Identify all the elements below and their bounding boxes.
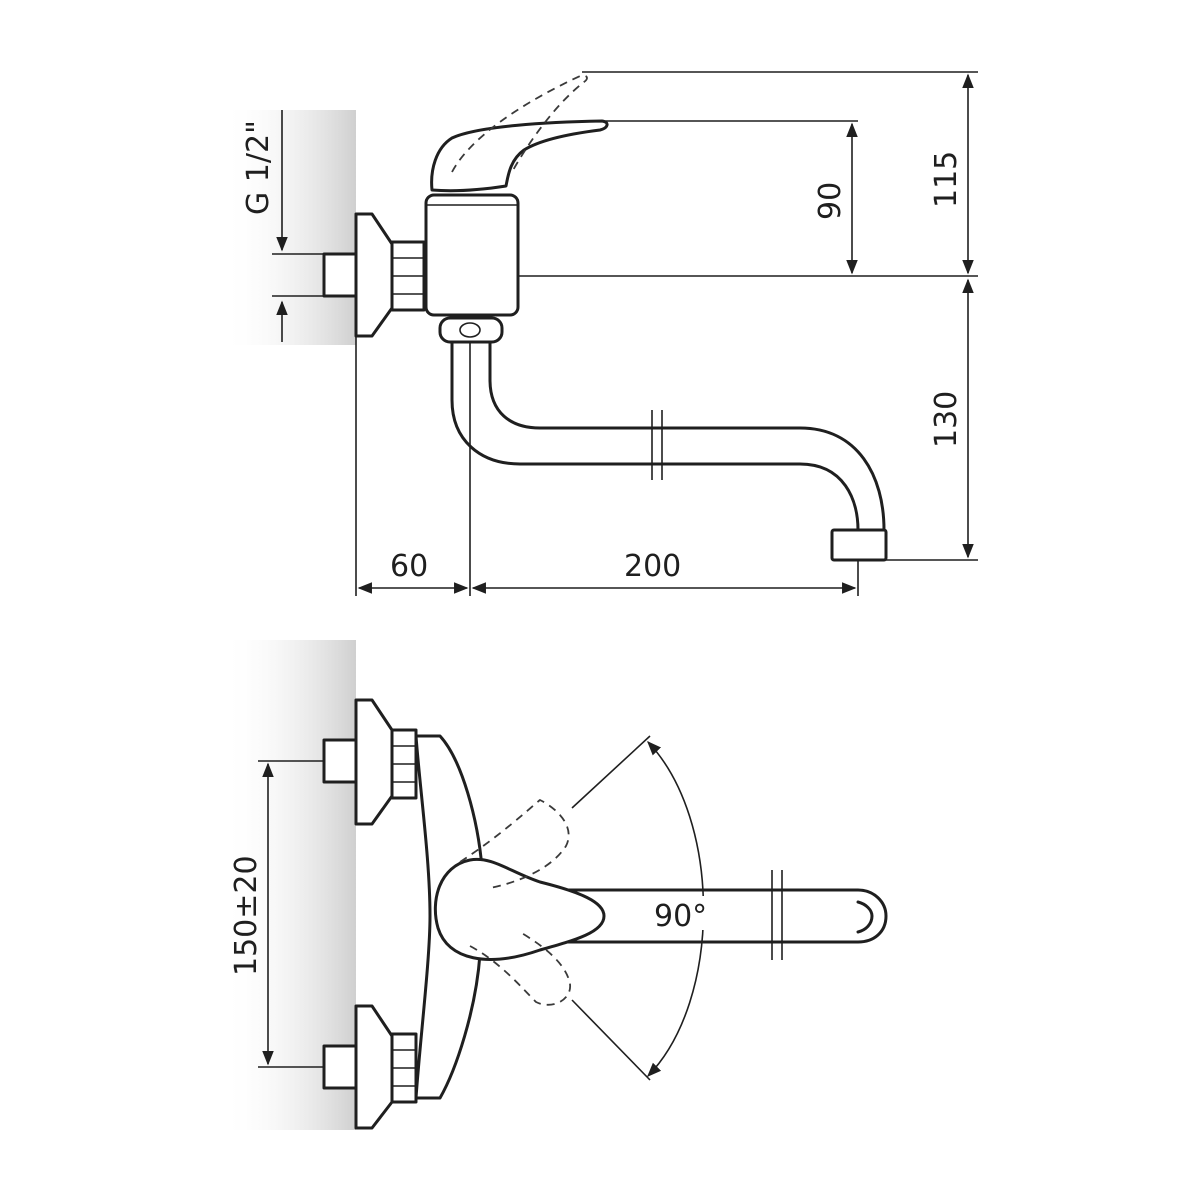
side-view: G 1/2" 90 115 130 60 200 bbox=[222, 71, 978, 596]
lever-rotated-down-outline bbox=[469, 931, 571, 1006]
spout-swivel bbox=[438, 316, 504, 344]
lever-handle bbox=[430, 119, 609, 193]
wall-shading-top bbox=[222, 110, 356, 345]
spout-height-label: 130 bbox=[929, 391, 964, 448]
overall-height-label: 115 bbox=[929, 151, 964, 208]
rotation-angle-label: 90° bbox=[654, 899, 707, 934]
upper-inlet-stub bbox=[322, 738, 358, 784]
spout-pipe bbox=[450, 340, 860, 532]
mixer-body bbox=[424, 193, 520, 317]
lever-handle-top bbox=[433, 857, 606, 961]
thread-label: G 1/2" bbox=[241, 120, 276, 215]
top-view: 90° 150±20 bbox=[222, 640, 888, 1130]
lever-rotated-up-outline bbox=[459, 798, 570, 889]
upper-rosette bbox=[354, 698, 394, 826]
spout-reach-label: 200 bbox=[624, 549, 681, 584]
lever-height-label: 90 bbox=[813, 182, 848, 220]
wall-offset-label: 60 bbox=[390, 549, 428, 584]
spout-aerator bbox=[830, 528, 888, 562]
lower-inlet-stub bbox=[322, 1044, 358, 1090]
wall-rosette bbox=[354, 212, 394, 338]
inlet-spacing-label: 150±20 bbox=[229, 855, 264, 976]
spout-top bbox=[558, 888, 888, 944]
inlet-stub bbox=[322, 252, 358, 298]
lower-rosette bbox=[354, 1004, 394, 1130]
